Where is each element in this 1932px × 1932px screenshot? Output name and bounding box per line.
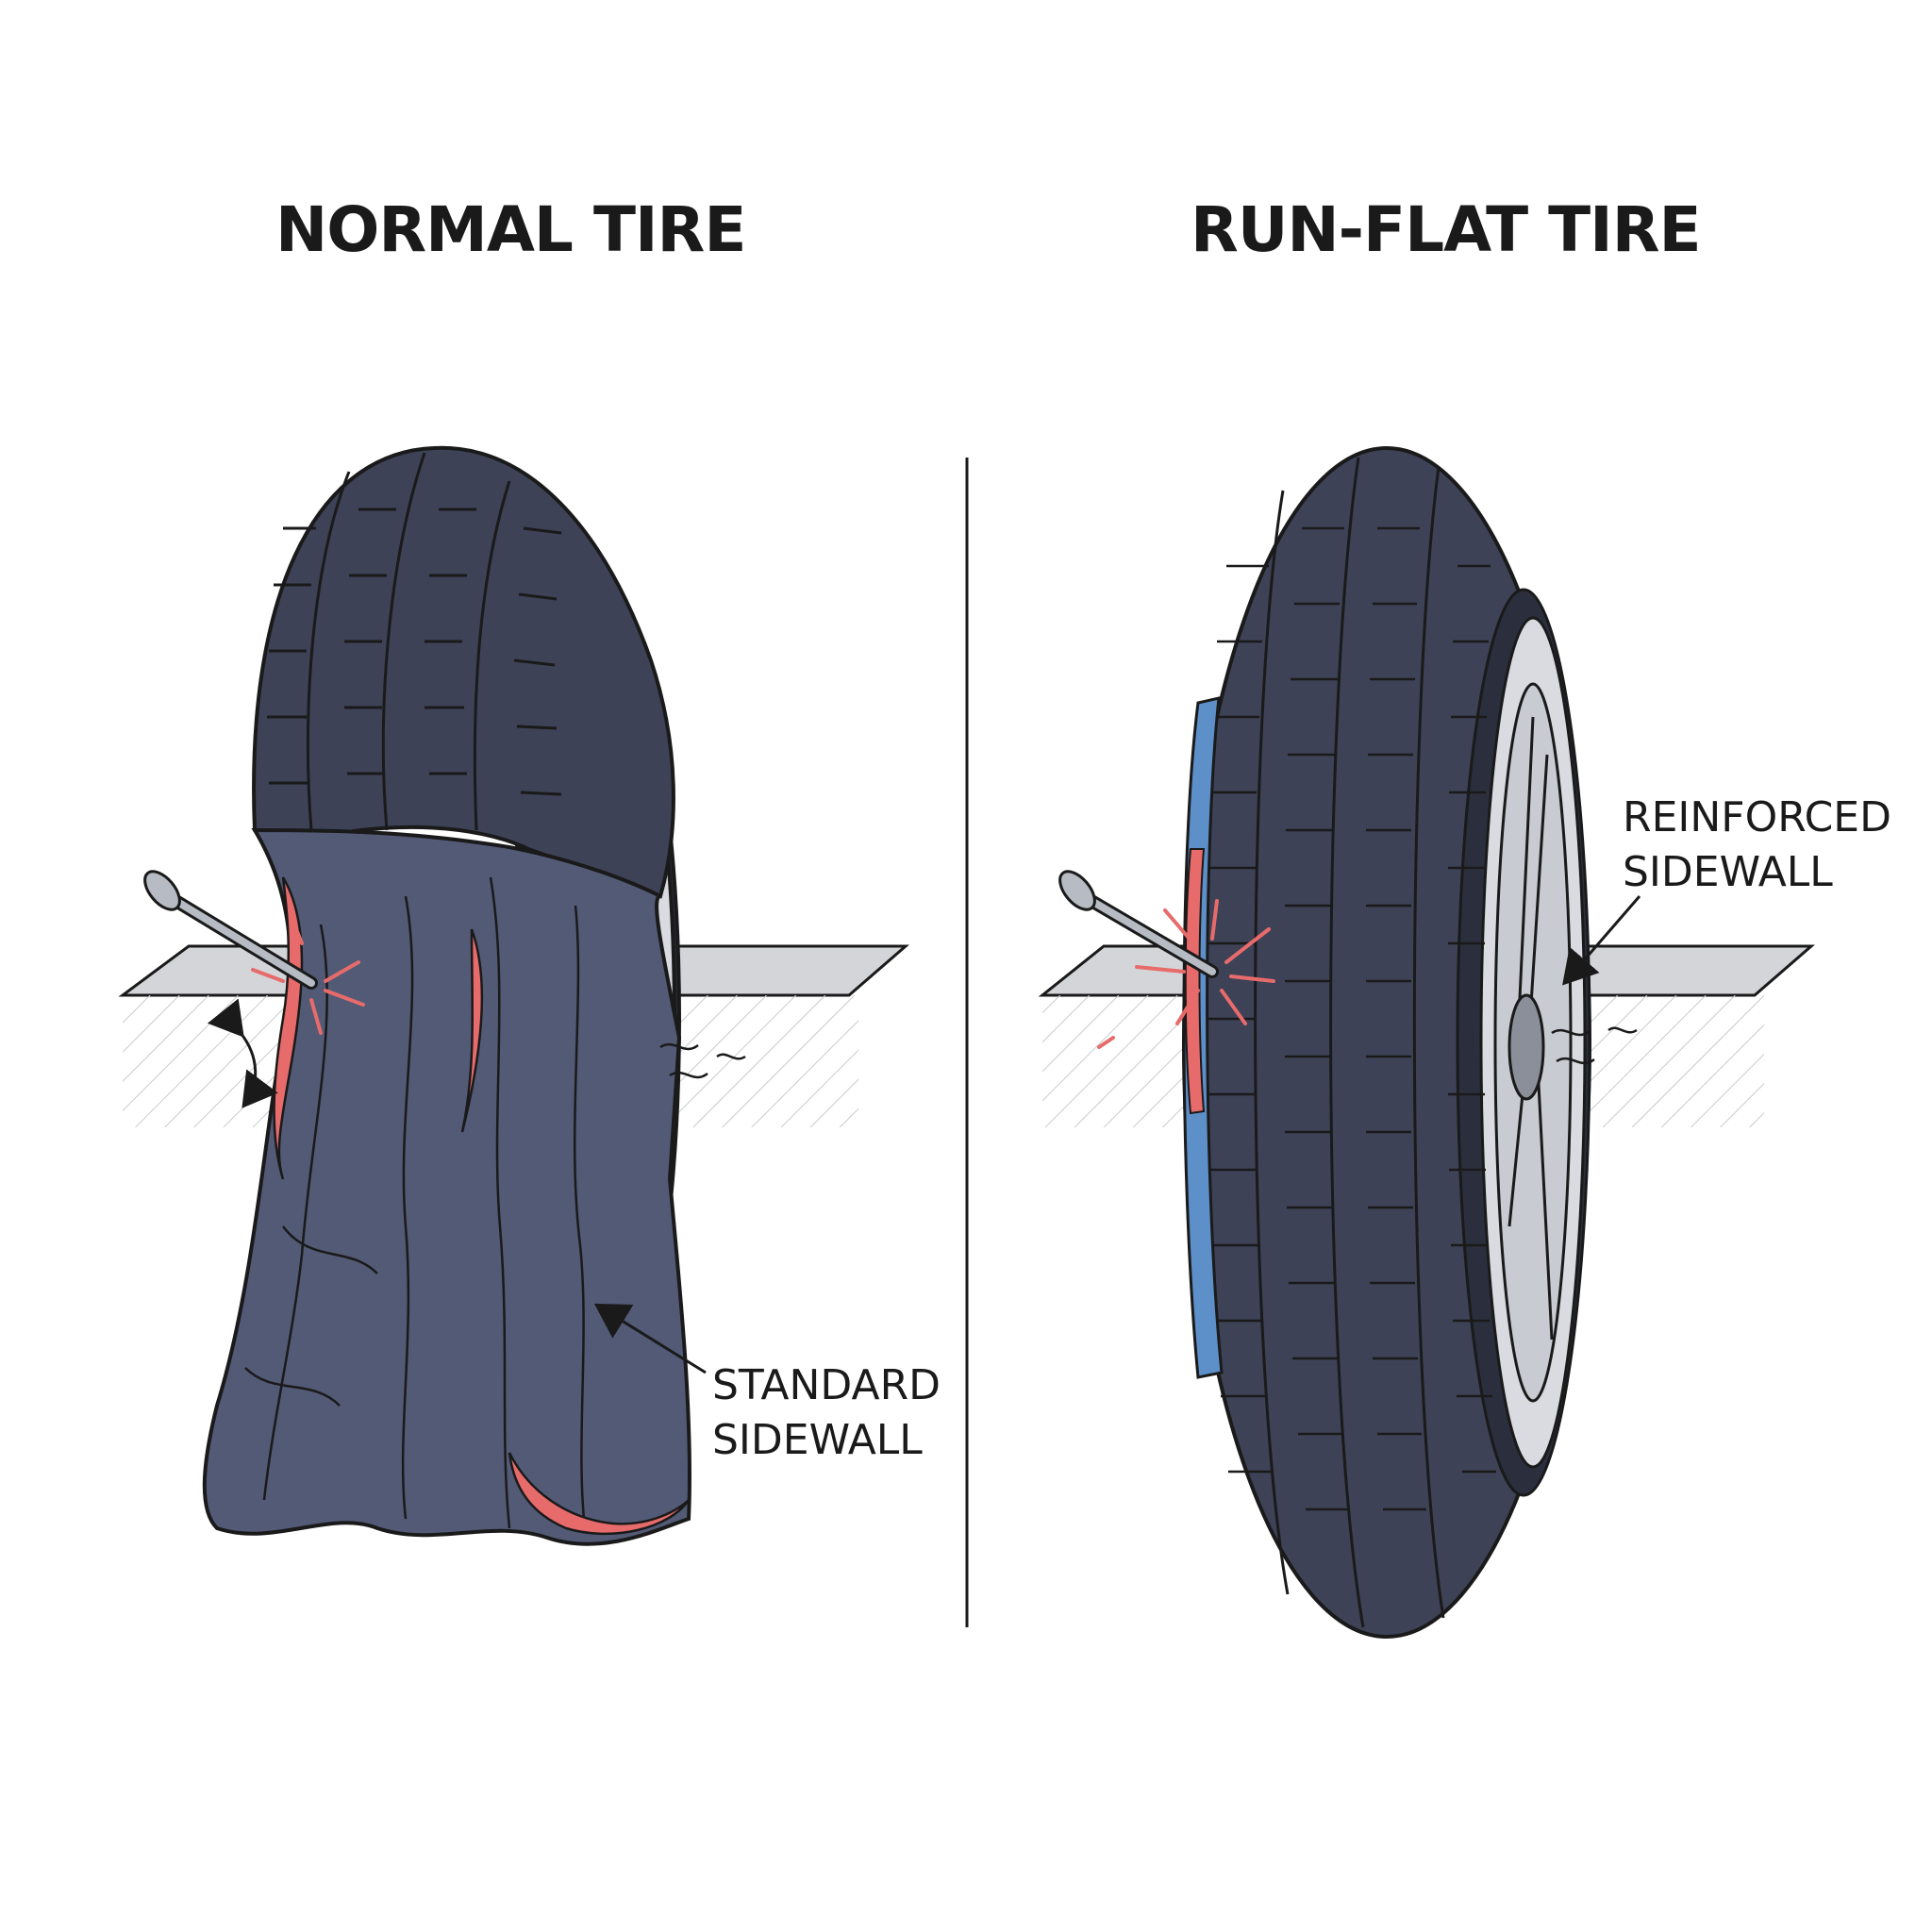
heat-squiggles-left — [659, 1042, 746, 1079]
normal-tire-group — [118, 445, 910, 1546]
tread-grooves-right — [1254, 457, 1445, 1628]
puncture-burst-left — [251, 918, 365, 1035]
heat-squiggles-right — [1551, 1026, 1638, 1065]
tread-grooves-left — [267, 452, 562, 831]
callout-left-line1: STANDARD — [712, 1361, 941, 1409]
collapse-folds-left — [244, 876, 587, 1529]
tread-sipes-right — [1208, 526, 1496, 1511]
callout-standard-sidewall: STANDARD SIDEWALL — [712, 1358, 941, 1468]
title-normal-tire: NORMAL TIRE — [275, 193, 746, 266]
callout-right-line1: REINFORCED — [1623, 793, 1891, 841]
tire-collapsed-sidewall-left — [202, 827, 691, 1546]
wheel-rim-right — [1456, 588, 1591, 1497]
tire-tread-upper-left — [252, 445, 675, 899]
callout-leader-left — [593, 1303, 707, 1374]
damage-streaks-left — [273, 876, 691, 1536]
nail-left — [143, 870, 318, 990]
run-flat-tire-group — [1038, 446, 1816, 1639]
callout-right-line2: SIDEWALL — [1623, 848, 1833, 896]
callout-leader-right — [1562, 895, 1641, 986]
nail-right — [1058, 870, 1219, 978]
callout-reinforced-sidewall: REINFORCED SIDEWALL — [1623, 791, 1891, 900]
title-run-flat-tire: RUN-FLAT TIRE — [1191, 193, 1702, 266]
puncture-burst-right — [1097, 899, 1275, 1049]
callout-left-line2: SIDEWALL — [712, 1416, 923, 1464]
flex-arrow-icon — [207, 998, 278, 1108]
